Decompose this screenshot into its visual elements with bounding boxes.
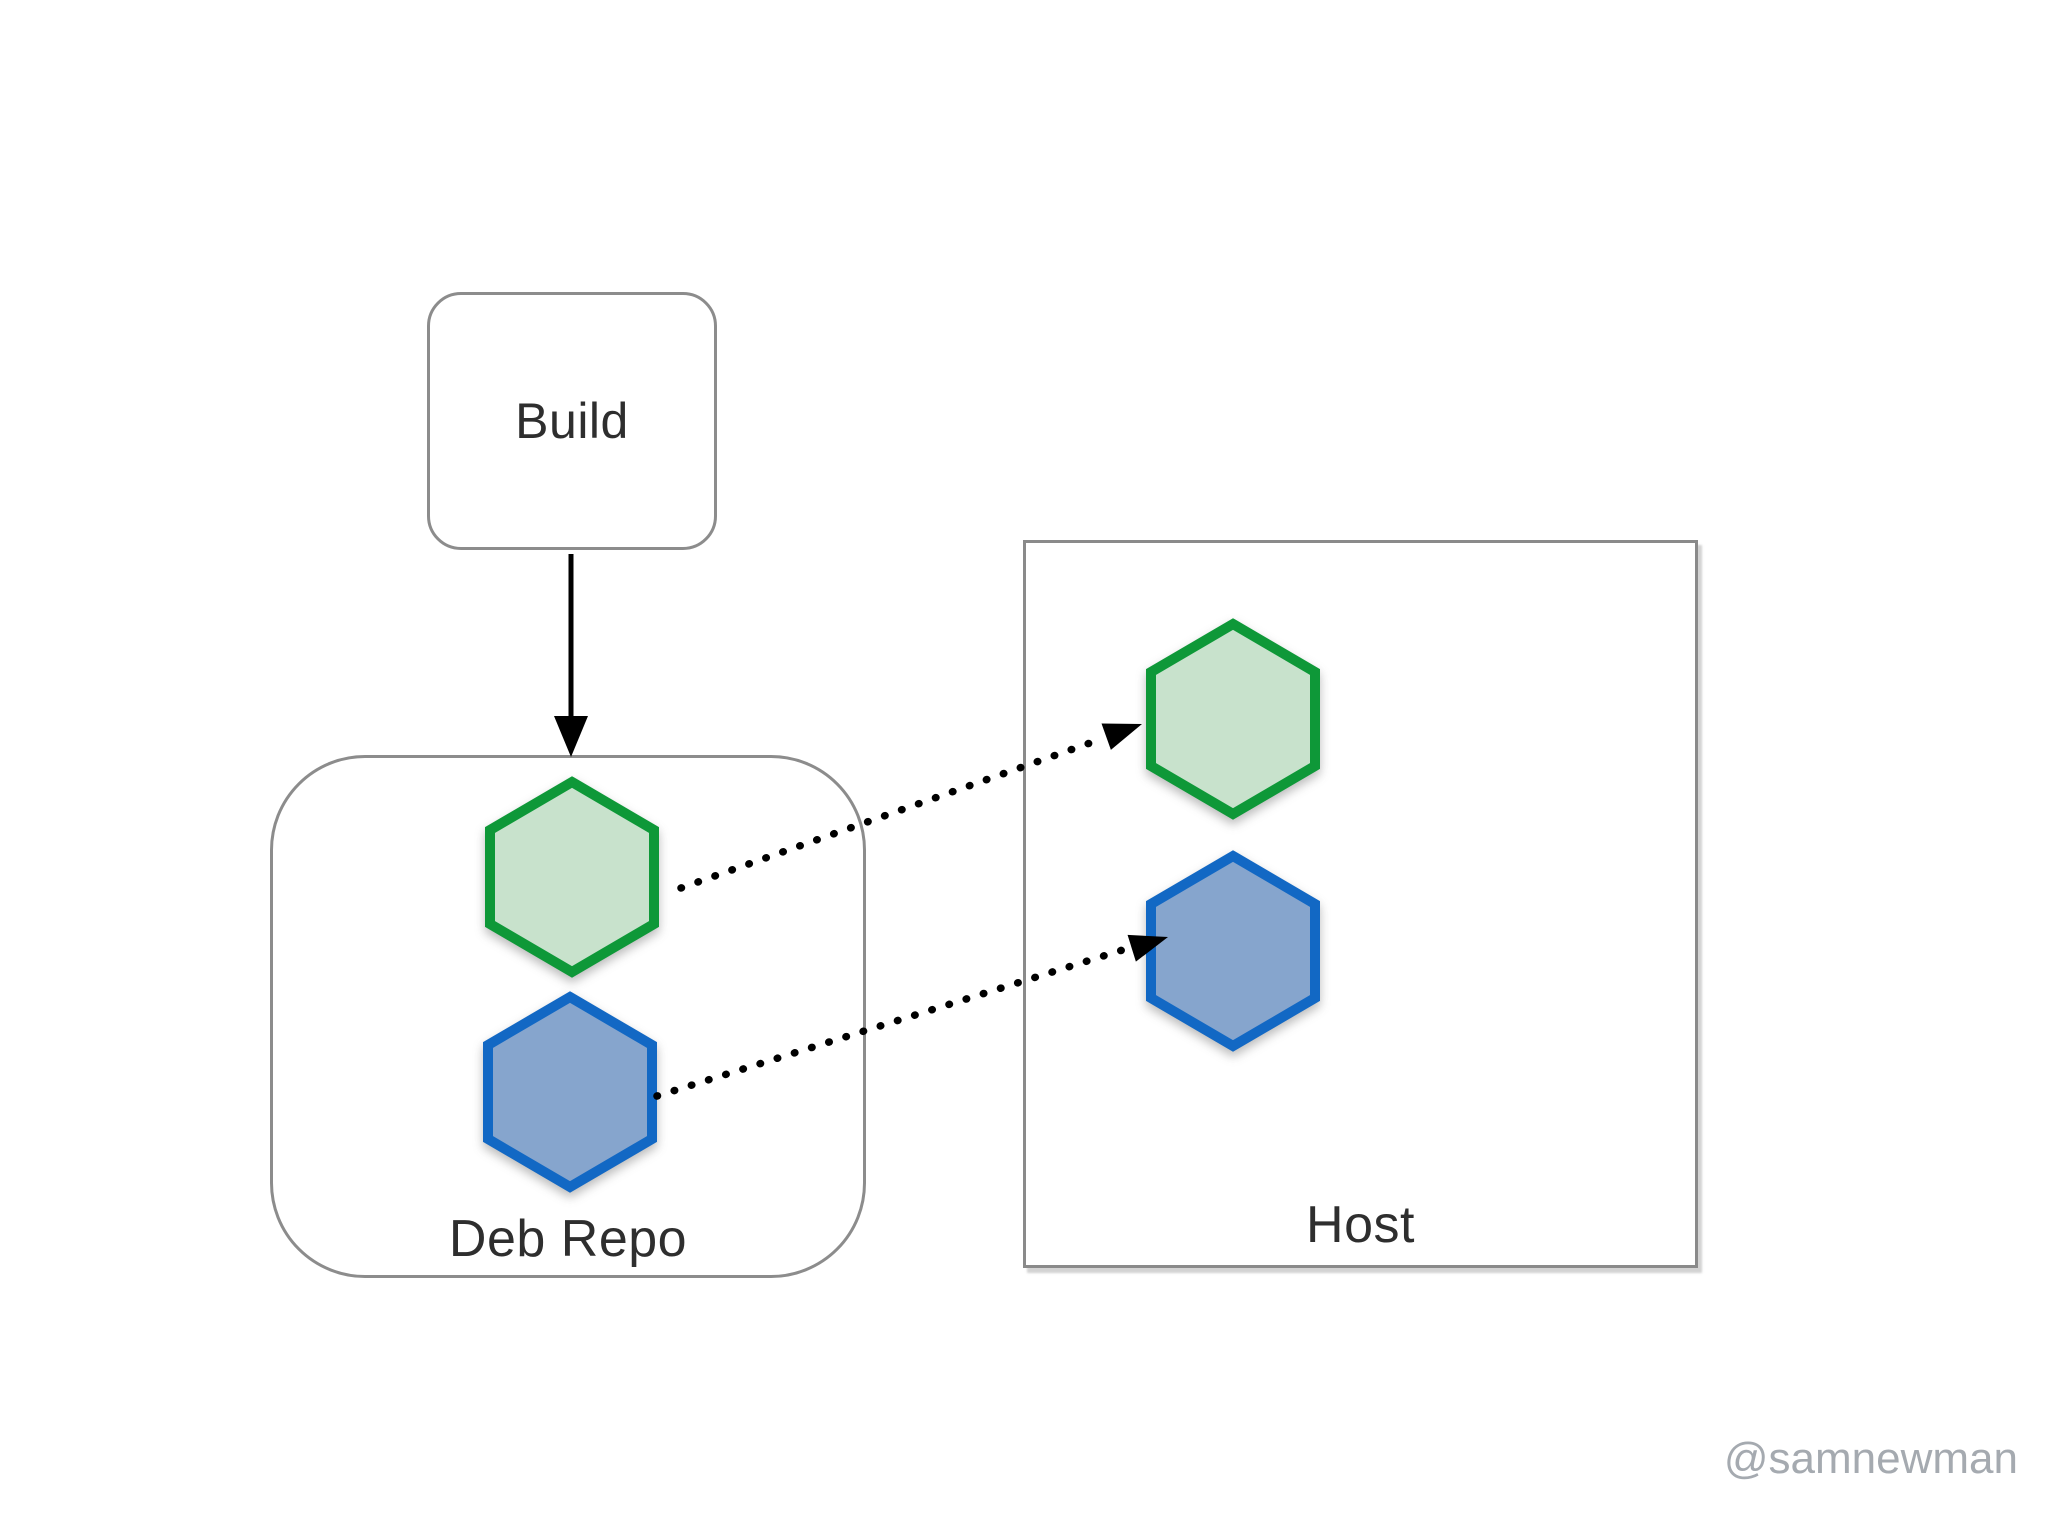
build-node-label: Build: [515, 393, 629, 449]
deb-repo-container: Deb Repo: [270, 755, 866, 1278]
watermark-handle: @samnewman: [1723, 1434, 2018, 1483]
build-to-deb-repo-arrow: [554, 554, 588, 757]
build-node: Build: [427, 292, 717, 550]
build-to-deb-repo-arrowhead-icon: [554, 716, 588, 757]
host-container: Host: [1023, 540, 1698, 1268]
deb-repo-label: Deb Repo: [448, 1210, 688, 1268]
host-label: Host: [1306, 1196, 1415, 1254]
